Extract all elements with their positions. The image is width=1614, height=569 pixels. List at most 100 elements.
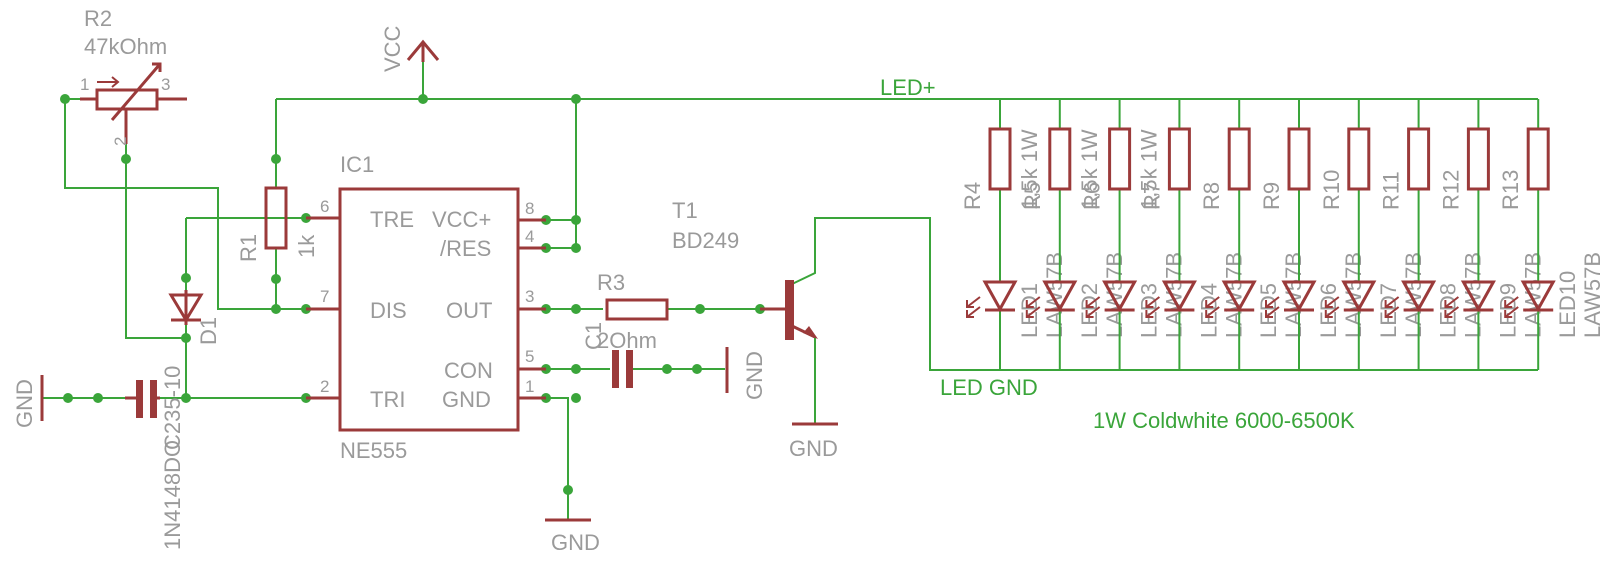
junction	[271, 274, 281, 284]
led-emission-arrow	[1205, 296, 1220, 308]
led-name: LED5	[1256, 283, 1281, 338]
r1-value: 1k	[294, 234, 319, 258]
led-value: LAW57B	[1281, 252, 1306, 338]
led-name: LED10	[1555, 271, 1580, 338]
r3-name: R3	[597, 270, 625, 295]
led-value: LAW57B	[1401, 252, 1426, 338]
led-emission-arrow	[1384, 296, 1400, 308]
r2-pin2-number: 2	[111, 137, 130, 146]
led-emission-arrow	[1145, 296, 1161, 308]
led-resistor-value: 1,5k 1W	[1077, 129, 1102, 210]
r2-name: R2	[84, 6, 112, 31]
led-resistor-value: 1,5k 1W	[1137, 129, 1162, 210]
led-value: LAW57B	[1162, 252, 1187, 338]
led-series-resistor	[1108, 127, 1132, 191]
led-emission-arrow	[1085, 306, 1101, 318]
led-value: LAW57B	[1580, 252, 1605, 338]
led-name: LED8	[1436, 283, 1461, 338]
ic1-pin-out: OUT	[446, 298, 492, 323]
led-diode-body	[1460, 280, 1496, 313]
t1-name: T1	[672, 198, 698, 223]
led-series-resistor	[1167, 127, 1191, 191]
led-diode-body	[1102, 280, 1138, 313]
led-emission-arrow	[1444, 296, 1460, 308]
ic1-pin-dis: DIS	[370, 298, 407, 323]
ic1-pin-number-8: 8	[525, 199, 534, 218]
led-plus-label: LED+	[880, 75, 936, 100]
led-value: LAW57B	[1520, 252, 1545, 338]
led-name: LED1	[1017, 283, 1042, 338]
junction	[418, 94, 428, 104]
led-resistor-name: R5	[1020, 182, 1045, 210]
led-diode-body	[1341, 280, 1377, 313]
r1-name: R1	[236, 234, 261, 262]
junction	[181, 333, 191, 343]
junction	[662, 364, 672, 374]
ic1-ne555	[306, 187, 546, 432]
led-diode-body	[1281, 280, 1317, 313]
led-resistor-value: 1,5k 1W	[1017, 129, 1042, 210]
ic1-pin-res: /RES	[440, 236, 491, 261]
junction	[571, 243, 581, 253]
led-emission-arrow	[1145, 306, 1161, 318]
ic1-pin-gnd: GND	[442, 387, 491, 412]
ic1-pin-number-2: 2	[320, 377, 329, 396]
r3-resistor	[605, 298, 669, 321]
junction	[692, 364, 702, 374]
led-emission-arrow	[1025, 306, 1041, 318]
led-resistor-name: R8	[1199, 182, 1224, 210]
ic1-value: NE555	[340, 438, 407, 463]
led-series-resistor	[1287, 127, 1311, 191]
led-diode-body	[1221, 280, 1257, 313]
led-series-resistor	[1407, 127, 1431, 191]
led-emission-arrow	[1324, 296, 1340, 308]
ic1-pin-number-1: 1	[525, 377, 534, 396]
led-value: LAW57B	[1461, 252, 1486, 338]
ic1-pin-number-4: 4	[525, 227, 534, 246]
junction	[181, 393, 191, 403]
led-resistor-name: R12	[1438, 170, 1463, 210]
t1-value: BD249	[672, 228, 739, 253]
led-resistor-name: R10	[1319, 170, 1344, 210]
led-series-resistor	[1347, 127, 1371, 191]
led-emission-arrow	[1205, 306, 1220, 318]
d1-name: D1	[196, 317, 221, 345]
gnd-pin-wire	[518, 397, 569, 520]
led-name: LED9	[1495, 283, 1520, 338]
junction	[93, 393, 103, 403]
d1-value: 1N4148DO	[160, 440, 185, 550]
junction	[571, 304, 581, 314]
r2-pin1-number: 1	[80, 75, 89, 94]
spec-note: 1W Coldwhite 6000-6500K	[1093, 408, 1355, 433]
led-emission-arrow	[966, 296, 981, 308]
led-series-resistor	[1466, 127, 1490, 191]
ic1-pin-number-3: 3	[525, 287, 534, 306]
ic1-pin-tri: TRI	[370, 387, 405, 412]
vcc-symbol	[406, 39, 440, 62]
led-value: LAW57B	[1341, 252, 1366, 338]
led-diode-body	[1401, 280, 1437, 313]
led-resistor-name: R9	[1259, 182, 1284, 210]
led-resistor-name: R13	[1498, 170, 1523, 210]
led-diode-body	[1042, 280, 1078, 313]
c1-capacitor	[612, 350, 633, 388]
r2-value: 47kOhm	[84, 34, 167, 59]
r2-wiper-wire	[125, 144, 186, 339]
r2-potentiometer	[80, 62, 187, 144]
led-emission-arrow	[1444, 306, 1460, 318]
collector-wire	[789, 217, 1538, 371]
ic-gnd-label: GND	[551, 530, 600, 555]
ic1-name: IC1	[340, 152, 374, 177]
junction	[121, 154, 131, 164]
junction	[271, 304, 281, 314]
led-resistor-name: R6	[1080, 182, 1105, 210]
junction	[571, 215, 581, 225]
led-name: LED7	[1376, 283, 1401, 338]
d1-diode	[168, 290, 204, 325]
led-series-resistor	[988, 127, 1012, 191]
led-emission-arrow	[1265, 296, 1280, 308]
led-resistor-name: R4	[960, 182, 985, 210]
junction	[271, 154, 281, 164]
ic1-pin-vcc: VCC+	[432, 207, 491, 232]
